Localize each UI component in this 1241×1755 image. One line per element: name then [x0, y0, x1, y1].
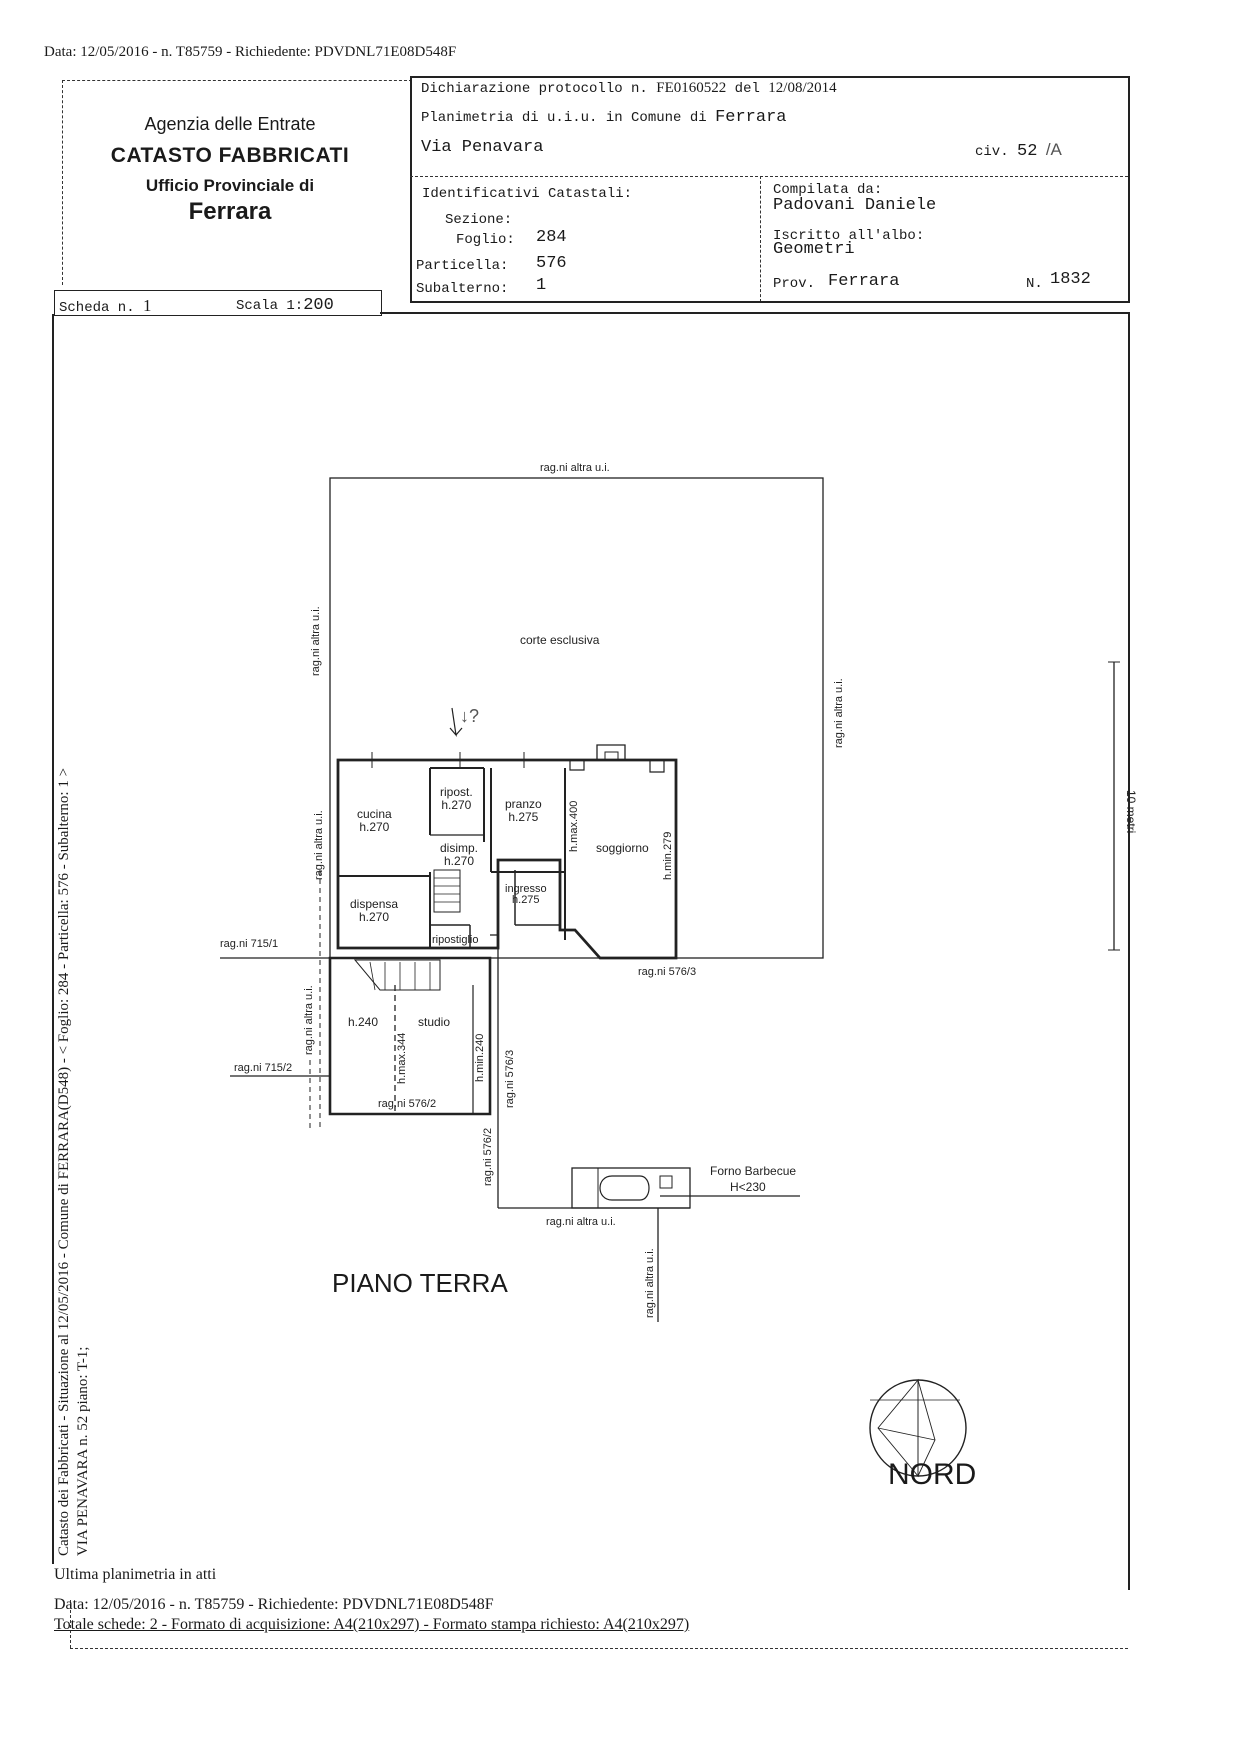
identifiers-title: Identificativi Catastali: — [422, 186, 633, 202]
scala: Scala 1:200 — [236, 296, 334, 315]
label-forno-h: H<230 — [730, 1180, 766, 1194]
footer-data: Data: 12/05/2016 - n. T85759 - Richieden… — [54, 1596, 494, 1613]
agency-office: Ufficio Provinciale di — [145, 176, 315, 195]
agency-city: Ferrara — [188, 198, 272, 225]
label-bottom-altra: rag.ni altra u.i. — [546, 1216, 616, 1228]
label-forno: Forno Barbecue — [710, 1164, 797, 1178]
footer-ultima: Ultima planimetria in atti — [54, 1566, 217, 1583]
subalterno-value: 1 — [536, 276, 547, 295]
label-576-2-bottom: rag.ni 576/2 — [378, 1098, 437, 1110]
room-ripost: ripost.h.270 — [440, 785, 473, 812]
compiler-label: Compilata da: — [773, 182, 883, 198]
agency-name: Agenzia delle Entrate — [144, 114, 316, 134]
floor-title: PIANO TERRA — [332, 1268, 508, 1298]
label-top-altra: rag.ni altra u.i. — [540, 462, 610, 474]
label-left-lower-altra: rag.ni altra u.i. — [303, 985, 315, 1055]
street: Via Penavara — [421, 138, 544, 157]
label-715-1: rag.ni 715/1 — [220, 938, 279, 950]
label-left-upper-altra: rag.ni altra u.i. — [310, 606, 322, 676]
n-label: N. — [1026, 276, 1043, 292]
label-left-mid-altra: rag.ni altra u.i. — [313, 810, 325, 880]
sezione-label: Sezione: — [445, 212, 513, 228]
subalterno-label: Subalterno: — [416, 281, 509, 297]
foglio-label: Foglio: — [456, 232, 515, 248]
label-bottom-vertical-altra: rag.ni altra u.i. — [644, 1248, 656, 1318]
room-ripostiglio: ripostiglio — [432, 934, 479, 946]
room-h240: h.240 — [348, 1015, 379, 1029]
request-line: Data: 12/05/2016 - n. T85759 - Richieden… — [44, 44, 457, 60]
room-soggiorno: soggiorno — [596, 841, 649, 855]
room-studio: studio — [418, 1015, 451, 1029]
label-right-upper-altra: rag.ni altra u.i. — [833, 678, 845, 748]
albo-value: Geometri — [773, 240, 855, 259]
agency-dept: CATASTO FABBRICATI — [110, 144, 350, 167]
compiler-name: Padovani Daniele — [773, 196, 937, 215]
label-hmin240: h.min.240 — [474, 1033, 486, 1082]
label-marker: ↓? — [460, 706, 480, 726]
footer-totale: Totale schede: 2 - Formato di acquisizio… — [54, 1616, 690, 1633]
declaration: Dichiarazione protocollo n. FE0160522 de… — [421, 80, 837, 97]
plan-municipality: Planimetria di u.i.u. in Comune di Ferra… — [421, 108, 787, 127]
albo-label: Iscritto all'albo: — [773, 228, 925, 244]
label-715-2: rag.ni 715/2 — [234, 1062, 293, 1074]
scheda: Scheda n. 1 — [59, 296, 152, 316]
prov-value: Ferrara — [828, 272, 900, 291]
room-disimp: disimp.h.270 — [440, 841, 479, 868]
particella-value: 576 — [536, 254, 567, 273]
label-corte: corte esclusiva — [520, 633, 600, 647]
prov-label: Prov. — [773, 276, 816, 292]
label-hmin279: h.min.279 — [662, 831, 674, 880]
label-hmax344: h.max.344 — [396, 1032, 408, 1084]
label-576-3-bottom: rag.ni 576/3 — [638, 966, 697, 978]
north-label: NORD — [888, 1458, 977, 1491]
label-hmax400: h.max.400 — [568, 800, 580, 852]
civic-number: civ. 52 /A — [975, 140, 1062, 161]
n-value: 1832 — [1050, 270, 1091, 289]
particella-label: Particella: — [416, 258, 509, 274]
label-576-3-side: rag.ni 576/3 — [504, 1049, 516, 1108]
scale-bar-label: 10 metri — [1124, 790, 1138, 834]
foglio-value: 284 — [536, 228, 567, 247]
label-576-2-side: rag.ni 576/2 — [482, 1127, 494, 1186]
